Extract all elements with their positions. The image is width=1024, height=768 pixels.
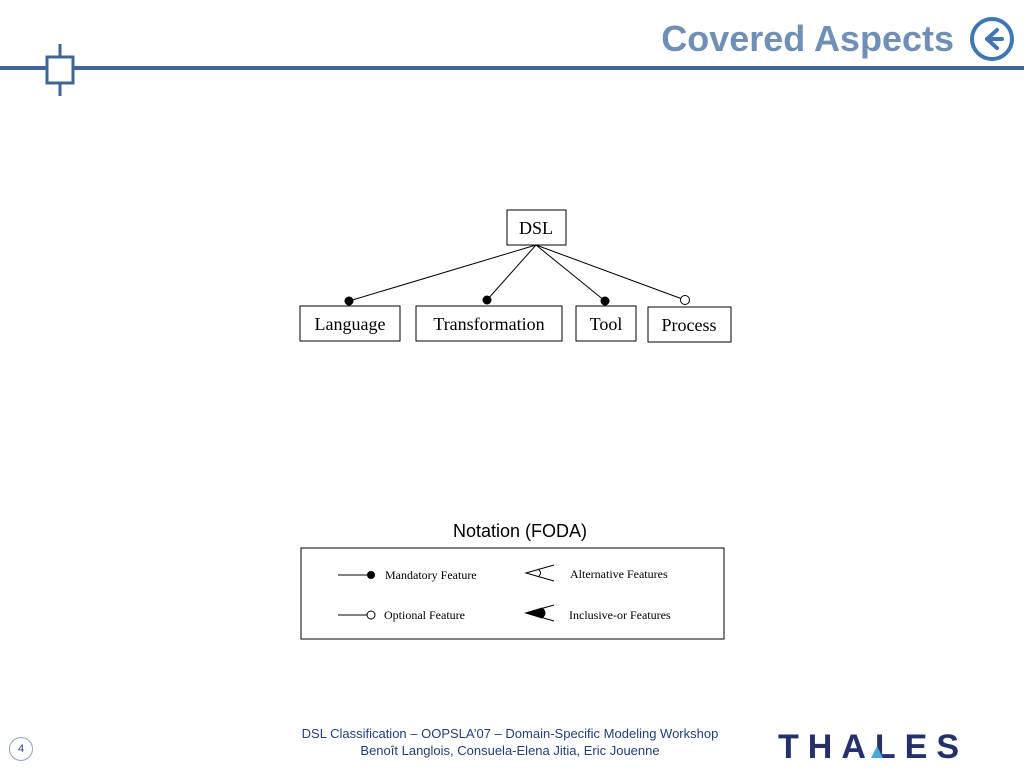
mandatory-marker-icon [367,571,375,579]
feature-node-process: Process [647,306,732,343]
legend-alternative: Alternative Features [524,564,668,582]
feature-node-language: Language [299,305,401,342]
connector-language [348,244,537,302]
crosshair-square-icon [45,44,75,96]
feature-node-tool: Tool [575,305,637,342]
alternative-arc-icon [524,564,555,582]
legend-alternative-label: Alternative Features [570,567,668,581]
footer-line-2: Benoît Langlois, Consuela-Elena Jitia, E… [360,743,660,758]
diagram-connectors [348,244,686,302]
thales-logo: THALES [778,728,968,764]
legend-mandatory: Mandatory Feature [338,568,477,582]
connector-process [535,244,686,301]
header-rule [0,66,1024,70]
optional-marker-icon [366,610,376,620]
legend-mandatory-label: Mandatory Feature [385,568,477,582]
legend-inclusive-or-label: Inclusive-or Features [569,608,671,622]
feature-node-label: Process [662,315,717,335]
logo-accent-icon [871,746,883,758]
mandatory-marker-transformation [482,295,492,305]
feature-node-transformation: Transformation [415,305,563,342]
footer-line-1: DSL Classification – OOPSLA’07 – Domain-… [301,726,719,741]
logo-text: THALES [778,728,968,764]
optional-marker-process [680,295,690,305]
legend-optional: Optional Feature [338,608,465,622]
connector-transformation [486,244,537,301]
mandatory-marker-language [344,296,354,306]
legend-inclusive-or: Inclusive-or Features [524,604,671,622]
legend-optional-label: Optional Feature [384,608,465,622]
root-node-label: DSL [519,218,553,238]
back-arrow-icon[interactable] [969,16,1015,62]
feature-node-label: Language [315,314,386,334]
slide-title: Covered Aspects [661,18,954,59]
feature-node-label: Tool [590,314,623,334]
notation-heading: Notation (FODA) [453,521,587,541]
mandatory-marker-tool [600,296,610,306]
feature-node-label: Transformation [433,314,544,334]
page-number: 4 [9,737,33,761]
notation-legend-box [300,547,725,640]
connector-tool [535,244,606,302]
root-node: DSL [506,209,567,246]
